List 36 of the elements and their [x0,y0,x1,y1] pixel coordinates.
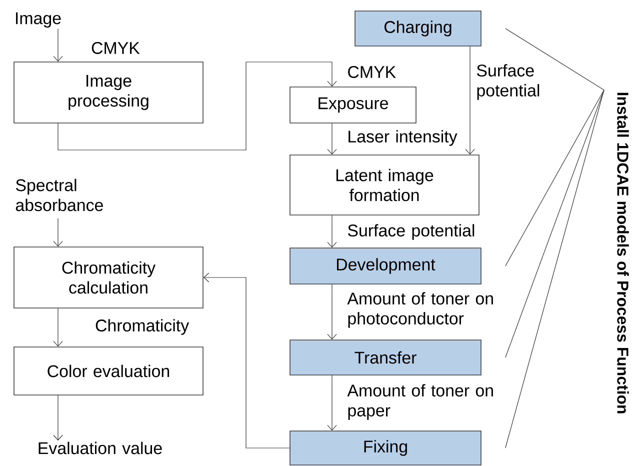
edge-label: Surface potential [476,64,540,100]
arrow [327,284,337,340]
process-box: Charging [354,10,482,46]
process-box: Color evaluation [14,346,204,396]
arrow [53,395,63,441]
edge-label: Amount of toner on paper [347,384,493,420]
arrow [465,46,475,155]
arrow [327,375,337,431]
flow-text: Image [16,12,61,28]
arrow [327,123,337,155]
arrow [53,308,63,347]
arrow [203,272,290,448]
process-box: Latent image formation [290,154,480,216]
arrow [53,218,63,247]
process-box: Chromaticity calculation [14,246,204,308]
edge-label: Chromaticity [96,319,190,335]
process-box: Fixing [290,430,482,466]
edge-label: CMYK [348,66,396,78]
process-box: Image processing [14,62,204,124]
vertical-note: Install 1DCAE models of Process Function [617,92,629,414]
leader-line [505,90,604,266]
arrow [53,28,63,62]
arrow [58,62,337,150]
edge-label: Surface potential [348,224,474,240]
leader-line [505,90,604,448]
flow-text: Spectral absorbance [16,178,103,212]
process-box: Transfer [290,340,482,376]
leader-line [505,28,604,90]
process-box: Development [290,248,482,284]
leader-line [505,90,604,358]
edge-label: CMYK [92,42,140,54]
process-box: Exposure [290,86,416,124]
arrow [327,215,337,248]
edge-label: Amount of toner on photoconductor [347,292,493,328]
flow-text: Evaluation value [38,442,162,454]
edge-label: Laser intensity [348,130,458,146]
